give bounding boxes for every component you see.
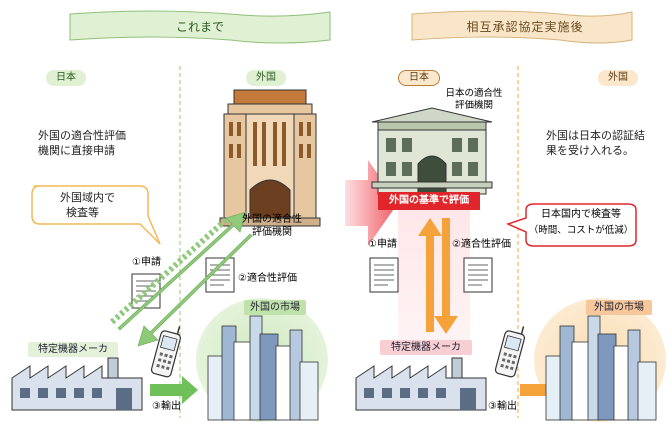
step1-after: ①申請 — [368, 239, 397, 250]
big-transition-arrow — [345, 160, 398, 246]
region-japan-before: 日本 — [46, 70, 86, 86]
factory-before — [11, 357, 143, 411]
foreign-body-line2: 評価機関 — [252, 227, 292, 238]
maker-label-before: 特定機器メーカ — [28, 342, 118, 357]
banner-before-shape — [69, 10, 331, 44]
japan-body-line1: 日本の適合性 — [445, 88, 503, 99]
city-skyline-before — [207, 315, 319, 421]
region-japan-after: 日本 — [398, 70, 440, 86]
step3-after: ③輸出 — [488, 401, 517, 412]
bubble-after-line1: 日本国内で検査等 — [541, 209, 621, 220]
region-foreign-before: 外国 — [246, 70, 286, 86]
factory-after — [355, 357, 487, 411]
phone-after — [494, 326, 526, 378]
japan-evaluation-building — [371, 107, 493, 195]
foreign-accepts-line1: 外国は日本の認証結 — [546, 129, 645, 142]
banner-before-label: これまで — [175, 20, 224, 34]
arrow-evaluation-before — [137, 233, 253, 347]
bubble-after-shape — [505, 203, 637, 247]
foreign-body-line1: 外国の適合性 — [242, 214, 302, 225]
bubble-before-line1: 外国域内で — [60, 191, 115, 204]
japan-body-line2: 評価機関 — [454, 100, 493, 111]
foreign-accepts-line2: 果を受け入れる。 — [546, 144, 634, 157]
step2-after: ②適合性評価 — [452, 239, 511, 250]
market-label-after: 外国の市場 — [586, 300, 652, 315]
phone-before — [150, 326, 182, 378]
arrow-evaluation-after — [434, 218, 458, 334]
arrow-application-after — [418, 218, 442, 332]
step3-before: ③輸出 — [152, 401, 181, 412]
document-after-application — [369, 257, 399, 293]
banner-after-label: 相互承認協定実施後 — [466, 20, 584, 34]
document-after-evaluation — [463, 257, 493, 293]
apply-direct-line2: 機関に直接申請 — [38, 144, 115, 157]
arrow-application-before — [109, 211, 247, 331]
city-skyline-after — [545, 315, 657, 421]
red-banner-label: 外国の基準で評価 — [389, 195, 469, 206]
region-foreign-after: 外国 — [598, 70, 638, 86]
foreign-evaluation-building — [219, 89, 321, 227]
step1-before: ①申請 — [132, 257, 161, 268]
step2-before: ②適合性評価 — [238, 273, 297, 284]
market-label-before: 外国の市場 — [244, 300, 306, 315]
bubble-before-shape — [31, 185, 161, 245]
red-banner-bg — [378, 192, 480, 210]
bubble-after-line2: （時間、コストが低減） — [528, 225, 634, 236]
bubble-before-line2: 検査等 — [66, 206, 99, 219]
arrow-export-before — [150, 376, 198, 404]
maker-label-after: 特定機器メーカ — [380, 340, 472, 355]
banner-after-shape — [411, 10, 633, 44]
apply-direct-line1: 外国の適合性評価 — [38, 129, 126, 142]
